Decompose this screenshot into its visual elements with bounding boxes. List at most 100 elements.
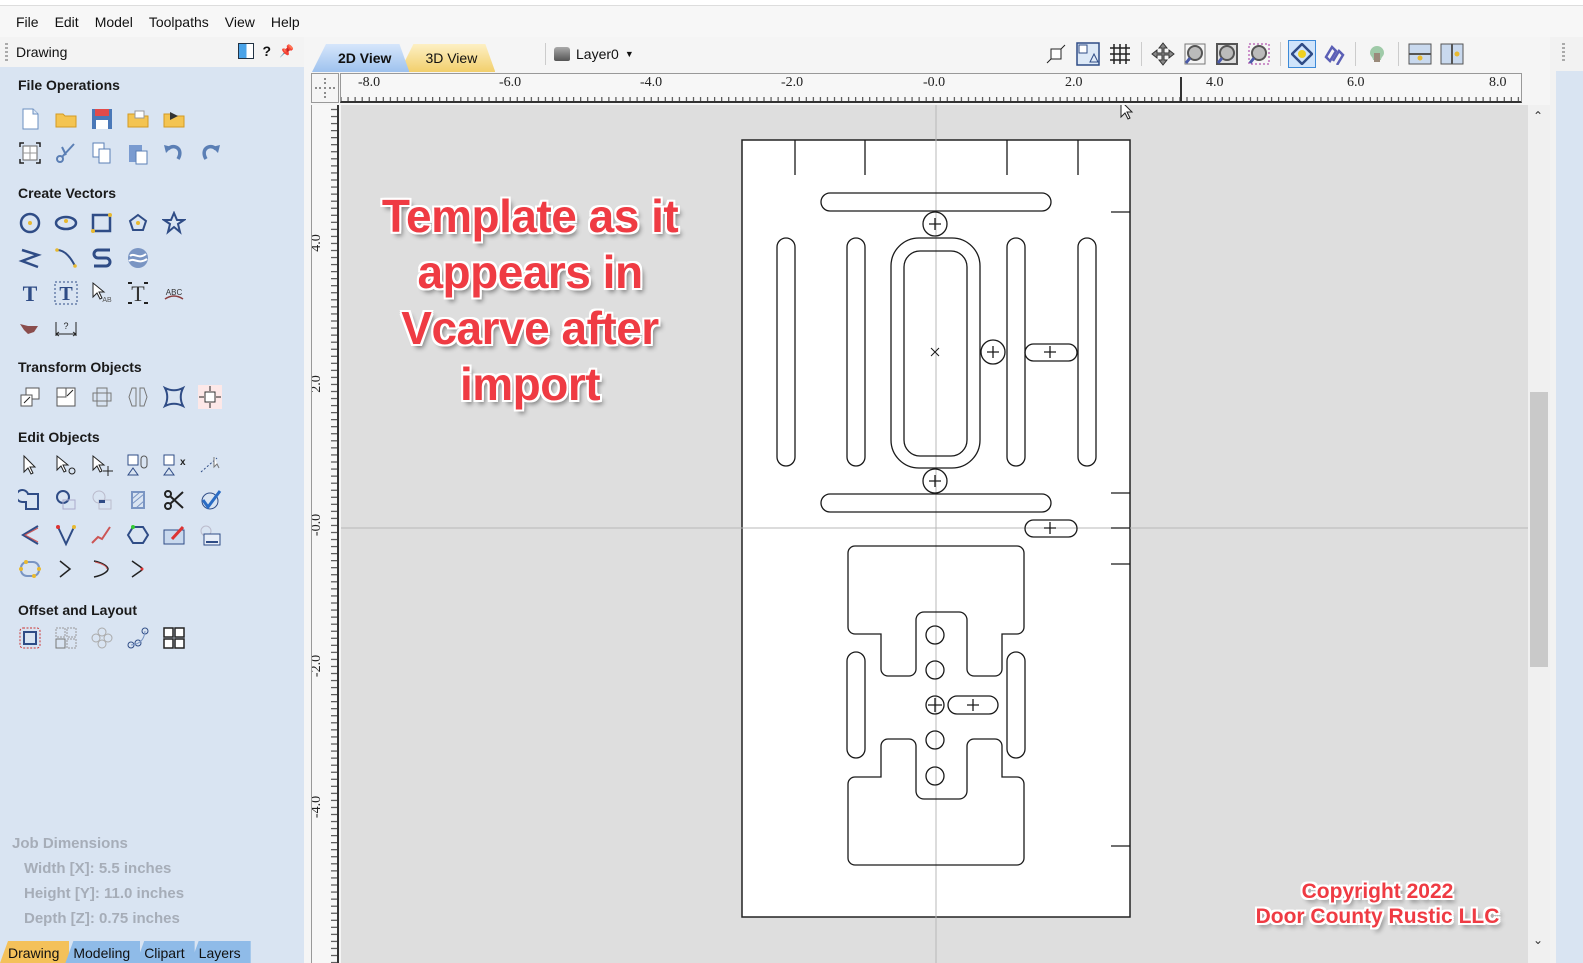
group-icon[interactable] — [126, 453, 150, 477]
drawing-canvas[interactable] — [341, 105, 1528, 963]
node-break-icon[interactable] — [126, 557, 150, 581]
copy-icon[interactable] — [90, 141, 114, 165]
open-file-icon[interactable] — [54, 107, 78, 131]
menu-edit[interactable]: Edit — [54, 13, 79, 30]
offset-icon[interactable] — [18, 626, 42, 650]
drag-grip-icon[interactable] — [1562, 43, 1565, 63]
paste-icon[interactable] — [126, 141, 150, 165]
vertical-scrollbar[interactable]: ⌃ ⌄ — [1528, 105, 1550, 963]
text-icon[interactable]: T — [18, 281, 42, 305]
pan-icon[interactable] — [1149, 40, 1177, 68]
render-icon[interactable] — [1363, 40, 1391, 68]
tab-clipart[interactable]: Clipart — [136, 941, 195, 963]
cut-icon[interactable] — [54, 141, 78, 165]
menu-toolpaths[interactable]: Toolpaths — [148, 13, 209, 30]
pin-icon[interactable]: 📌 — [279, 44, 294, 58]
scale-icon[interactable] — [54, 385, 78, 409]
split-vertical-icon[interactable] — [1438, 40, 1466, 68]
distort-icon[interactable] — [162, 385, 186, 409]
help-icon[interactable]: ? — [262, 43, 272, 59]
select-icon[interactable] — [18, 453, 42, 477]
node-edit-icon[interactable] — [54, 453, 78, 477]
polyline-icon[interactable] — [18, 246, 42, 270]
vector-drawing[interactable] — [341, 105, 1528, 963]
arc-text-icon[interactable]: ABC — [162, 281, 186, 305]
close-vectors-icon[interactable] — [126, 523, 150, 547]
import-icon[interactable] — [162, 107, 186, 131]
toolpaths-panel-collapsed[interactable] — [1556, 71, 1583, 963]
zoom-selection-icon[interactable] — [1245, 40, 1273, 68]
ellipse-icon[interactable] — [54, 211, 78, 235]
zoom-box-icon[interactable] — [1181, 40, 1209, 68]
horizontal-ruler[interactable]: -8.0 -6.0 -4.0 -2.0 -0.0 2.0 4.0 6.0 8.0 — [340, 73, 1522, 103]
star-icon[interactable] — [162, 211, 186, 235]
tab-2d-view[interactable]: 2D View — [312, 44, 409, 72]
measure-icon[interactable] — [198, 453, 222, 477]
tab-modeling[interactable]: Modeling — [65, 941, 141, 963]
subtract-icon[interactable] — [54, 488, 78, 512]
vertical-ruler[interactable]: 4.0 2.0 -0.0 -2.0 -4.0 — [311, 105, 339, 963]
smooth-icon[interactable] — [90, 523, 114, 547]
bezier-nodes-icon[interactable] — [18, 557, 42, 581]
zoom-all-icon[interactable] — [1213, 40, 1241, 68]
grid-icon[interactable] — [1106, 40, 1134, 68]
tab-3d-view[interactable]: 3D View — [399, 44, 495, 72]
open-recent-icon[interactable] — [126, 107, 150, 131]
nesting-icon[interactable] — [162, 626, 186, 650]
redo-icon[interactable] — [198, 141, 222, 165]
scissors-icon[interactable] — [162, 488, 186, 512]
select-all-icon[interactable] — [18, 141, 42, 165]
mirror-icon[interactable] — [126, 385, 150, 409]
text-box-icon[interactable]: T — [54, 281, 78, 305]
transform-select-icon[interactable] — [90, 453, 114, 477]
menu-help[interactable]: Help — [270, 13, 300, 30]
center-icon[interactable] — [198, 385, 222, 409]
dock-icon[interactable] — [238, 43, 255, 59]
text-on-curve-icon[interactable]: AB — [90, 281, 114, 305]
fill-pattern-icon[interactable] — [126, 246, 150, 270]
menu-file[interactable]: File — [16, 13, 39, 30]
undo-icon[interactable] — [162, 141, 186, 165]
menu-model[interactable]: Model — [94, 13, 133, 30]
rectangle-icon[interactable] — [90, 211, 114, 235]
split-horizontal-icon[interactable] — [1406, 40, 1434, 68]
drag-grip-icon[interactable] — [5, 43, 8, 61]
new-file-icon[interactable] — [18, 107, 42, 131]
snap-icon[interactable] — [1042, 40, 1070, 68]
copy-along-icon[interactable] — [126, 626, 150, 650]
save-file-icon[interactable] — [90, 107, 114, 131]
curve-icon[interactable] — [54, 246, 78, 270]
show-vectors-icon[interactable] — [1288, 40, 1316, 68]
menu-view[interactable]: View — [224, 13, 255, 30]
ruler-origin-button[interactable] — [311, 73, 339, 103]
array-copy-icon[interactable] — [54, 626, 78, 650]
align-icon[interactable] — [90, 385, 114, 409]
move-icon[interactable] — [18, 385, 42, 409]
vector-edit-icon[interactable] — [162, 523, 186, 547]
fillet-icon[interactable] — [18, 523, 42, 547]
s-curve-icon[interactable] — [90, 246, 114, 270]
intersect-icon[interactable] — [90, 488, 114, 512]
polygon-icon[interactable] — [126, 211, 150, 235]
tab-drawing[interactable]: Drawing — [0, 941, 70, 963]
weld-icon[interactable] — [18, 488, 42, 512]
node-smooth-icon[interactable] — [90, 557, 114, 581]
layer-dropdown[interactable]: Layer0 ▼ — [545, 43, 634, 65]
bird-clipart-icon[interactable] — [18, 316, 42, 340]
scrollbar-thumb[interactable] — [1530, 392, 1548, 667]
circular-array-icon[interactable] — [90, 626, 114, 650]
join-vectors-icon[interactable] — [54, 523, 78, 547]
ungroup-icon[interactable]: x — [162, 453, 186, 477]
node-corner-icon[interactable] — [54, 557, 78, 581]
dimension-icon[interactable]: ? — [54, 316, 78, 340]
scroll-down-icon[interactable]: ⌄ — [1533, 933, 1544, 947]
circle-icon[interactable] — [18, 211, 42, 235]
image-trace-icon[interactable] — [198, 523, 222, 547]
show-toolpaths-icon[interactable] — [1320, 40, 1348, 68]
trim-mask-icon[interactable] — [126, 488, 150, 512]
auto-layout-text-icon[interactable]: T — [126, 281, 150, 305]
tab-layers[interactable]: Layers — [190, 941, 251, 963]
validate-icon[interactable] — [198, 488, 222, 512]
toggle-2d-3d-icon[interactable] — [1074, 40, 1102, 68]
scroll-up-icon[interactable]: ⌃ — [1533, 109, 1544, 123]
